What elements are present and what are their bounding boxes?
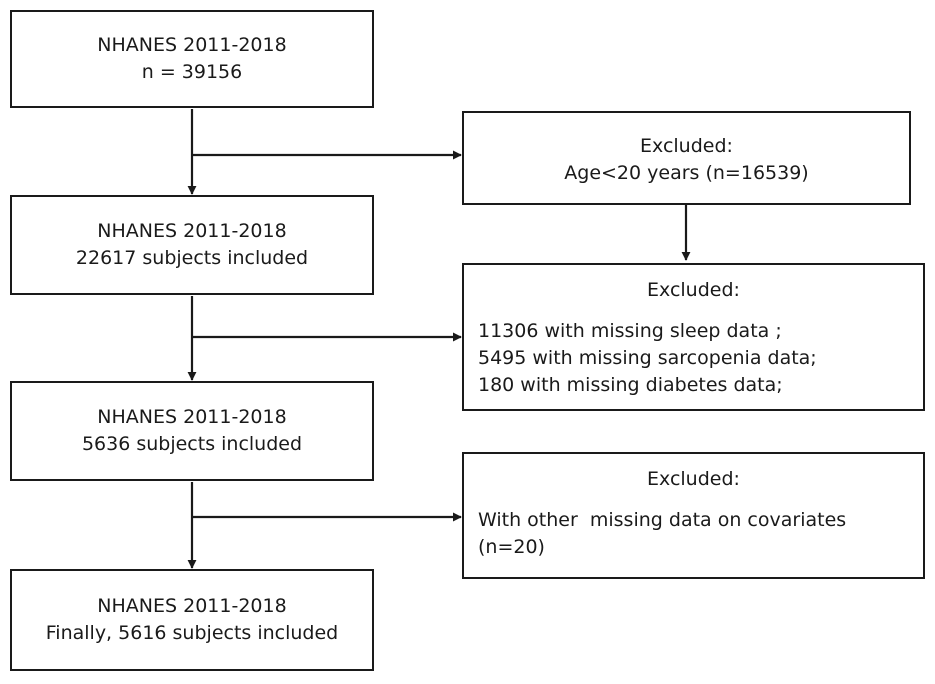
cohort-box-initial-title: NHANES 2011-2018 — [97, 34, 287, 56]
exclusion-box-missing-sleep: 11306 with missing sleep data ; — [478, 320, 782, 342]
cohort-box-initial: NHANES 2011-2018 n = 39156 — [10, 10, 374, 108]
cohort-box-initial-count: n = 39156 — [141, 61, 243, 83]
exclusion-box-missing-sarcopenia: 5495 with missing sarcopenia data; — [478, 347, 817, 369]
exclusion-box-age-heading: Excluded: — [640, 135, 733, 157]
exclusion-box-covariates-line-2: (n=20) — [478, 536, 545, 558]
cohort-box-adults-title: NHANES 2011-2018 — [97, 220, 287, 242]
exclusion-box-covariates-line-1: With other missing data on covariates — [478, 509, 847, 531]
cohort-box-adults-count: 22617 subjects included — [75, 247, 309, 269]
exclusion-box-covariates: Excluded: With other missing data on cov… — [462, 452, 925, 579]
cohort-box-adults: NHANES 2011-2018 22617 subjects included — [10, 195, 374, 295]
exclusion-box-missing-data-heading: Excluded: — [647, 279, 740, 301]
exclusion-box-missing-data: Excluded: 11306 with missing sleep data … — [462, 263, 925, 411]
cohort-box-final-title: NHANES 2011-2018 — [97, 595, 287, 617]
exclusion-box-age: Excluded: Age<20 years (n=16539) — [462, 111, 911, 205]
cohort-box-complete-data-count: 5636 subjects included — [81, 433, 303, 455]
cohort-box-final: NHANES 2011-2018 Finally, 5616 subjects … — [10, 569, 374, 671]
cohort-box-complete-data-title: NHANES 2011-2018 — [97, 406, 287, 428]
cohort-box-complete-data: NHANES 2011-2018 5636 subjects included — [10, 381, 374, 481]
exclusion-box-age-line: Age<20 years (n=16539) — [564, 162, 809, 184]
exclusion-box-covariates-heading: Excluded: — [647, 468, 740, 490]
exclusion-box-missing-diabetes: 180 with missing diabetes data; — [478, 374, 783, 396]
cohort-box-final-count: Finally, 5616 subjects included — [45, 622, 339, 644]
